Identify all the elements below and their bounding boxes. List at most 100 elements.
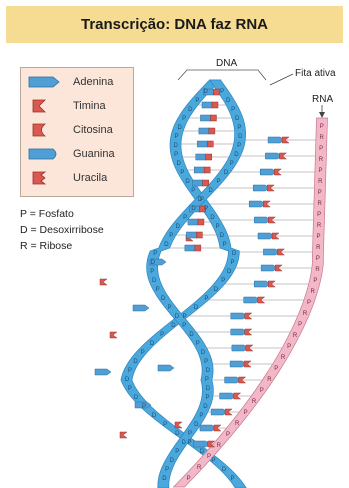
rna-letter: R [303, 311, 308, 317]
strand-letter: D [171, 323, 176, 329]
strand-letter: P [141, 350, 145, 356]
free-nucleotide [110, 332, 117, 338]
free-nucleotide [100, 279, 107, 285]
strand-letter: D [198, 197, 203, 203]
dna-base [195, 245, 201, 251]
base-adenine [268, 137, 284, 143]
dna-base [206, 154, 212, 160]
dna-label: DNA [216, 58, 237, 69]
strand-letter: P [182, 116, 186, 122]
base-adenine [261, 265, 277, 271]
strand-letter: D [164, 242, 169, 248]
strand-letter: P [128, 368, 132, 374]
rna-letter: P [318, 168, 322, 174]
strand-letter: D [150, 341, 155, 347]
dna-base [199, 128, 209, 134]
dna-base [197, 141, 207, 147]
strand-letter: D [175, 314, 180, 320]
rna-letter: P [244, 410, 248, 416]
strand-letter: D [185, 179, 190, 185]
dna-base [209, 128, 215, 134]
strand-letter: D [174, 143, 179, 149]
strand-letter: D [220, 233, 225, 239]
strand-letter: D [232, 251, 237, 257]
dna-base [202, 102, 212, 108]
strand-letter: P [220, 89, 224, 95]
strand-letter: D [214, 287, 219, 293]
strand-letter: P [217, 179, 221, 185]
base-adenine [232, 345, 248, 351]
strand-letter: P [180, 170, 184, 176]
free-nucleotide [95, 369, 111, 375]
dna-base [203, 180, 209, 186]
strand-letter: P [160, 332, 164, 338]
base-adenine [258, 233, 274, 239]
base-adenine [231, 313, 247, 319]
strand-letter: D [191, 206, 196, 212]
strand-letter: D [200, 449, 205, 455]
strand-letter: D [206, 368, 211, 374]
strand-letter: D [209, 188, 214, 194]
strand-letter: P [205, 395, 209, 401]
base-adenine [230, 361, 246, 367]
strand-letter: D [210, 215, 215, 221]
rna-letter: P [226, 432, 230, 438]
dna-base [193, 180, 203, 186]
rna-letter: P [298, 322, 302, 328]
strand-letter: D [224, 170, 229, 176]
strand-letter: P [204, 206, 208, 212]
dna-base [204, 167, 210, 173]
strand-letter: D [238, 134, 243, 140]
strand-letter: P [231, 107, 235, 113]
base-adenine [249, 201, 265, 207]
dna-base [214, 89, 220, 95]
strand-letter: D [133, 359, 138, 365]
rna-letter: R [235, 421, 240, 427]
strand-letter: P [205, 377, 209, 383]
strand-letter: P [204, 359, 208, 365]
strand-letter: D [177, 161, 182, 167]
strand-letter: D [194, 422, 199, 428]
free-nucleotide [133, 305, 149, 311]
strand-letter: P [188, 440, 192, 446]
rna-letter: P [316, 234, 320, 240]
free-nucleotide [158, 365, 174, 371]
strand-letter: P [223, 242, 227, 248]
base-adenine [263, 249, 279, 255]
strand-letter: P [237, 125, 241, 131]
strand-letter: D [178, 125, 183, 131]
strand-letter: D [182, 440, 187, 446]
rna-letter: R [252, 399, 257, 405]
dna-base [207, 141, 213, 147]
base-adenine [211, 409, 227, 415]
strand-letter: P [231, 260, 235, 266]
strand-letter: D [201, 350, 206, 356]
base-adenine [220, 393, 236, 399]
rna-letter: P [187, 476, 191, 482]
strand-letter: P [128, 386, 132, 392]
dna-base [200, 115, 210, 121]
rna-letter: P [260, 388, 264, 394]
base-adenine [200, 425, 216, 431]
rna-letter: P [317, 212, 321, 218]
active-strand-label: Fita ativa [295, 68, 336, 79]
strand-letter: P [150, 269, 154, 275]
strand-letter: D [125, 377, 130, 383]
base-adenine [253, 185, 269, 191]
rna-letter: P [316, 256, 320, 262]
base-adenine [244, 297, 260, 303]
rna-letter: R [197, 465, 202, 471]
strand-letter: D [226, 98, 231, 104]
strand-letter: P [169, 233, 173, 239]
rna-letter: P [318, 190, 322, 196]
rna-letter: R [311, 289, 316, 295]
dna-base [210, 115, 216, 121]
rna-letter: R [316, 245, 321, 251]
strand-letter: P [221, 278, 225, 284]
strand-letter: P [231, 476, 235, 482]
free-nucleotide [120, 432, 127, 438]
rna-letter: R [317, 201, 322, 207]
strand-letter: P [199, 413, 203, 419]
rna-arrowhead [319, 112, 325, 118]
